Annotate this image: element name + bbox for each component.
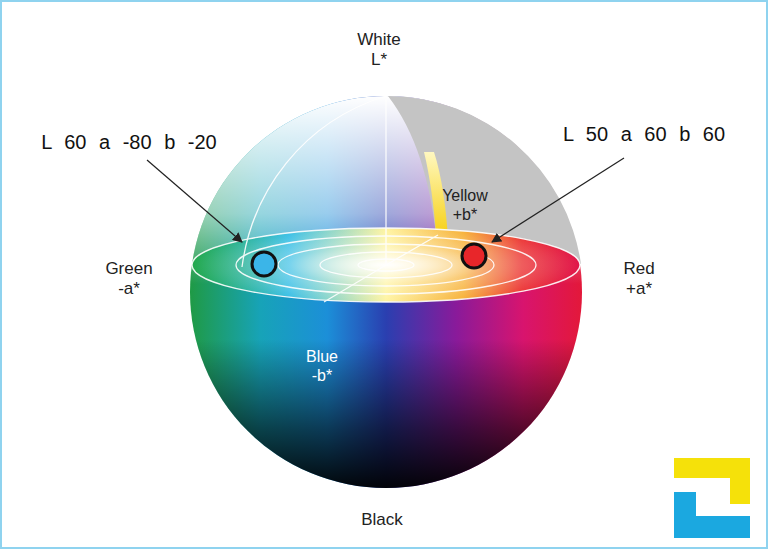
leader-line	[147, 160, 242, 242]
sphere-shading	[190, 96, 582, 488]
grid-lines	[192, 96, 580, 302]
callout-value: L 60 a -80 b -20	[41, 130, 216, 154]
axis-label: Green -a*	[105, 259, 152, 300]
logo	[674, 458, 750, 538]
axis-label: Yellow +b*	[442, 186, 488, 224]
axis-label: White L*	[357, 30, 400, 71]
leader-line	[492, 158, 624, 242]
axis-label: Red +a*	[623, 259, 654, 300]
red-marker	[462, 244, 486, 268]
callout-value: L 50 a 60 b 60	[563, 122, 725, 146]
axis-label: Blue -b*	[306, 347, 338, 385]
axis-label: Black	[361, 510, 403, 530]
sphere-body	[190, 96, 582, 488]
blue-marker	[252, 252, 276, 276]
